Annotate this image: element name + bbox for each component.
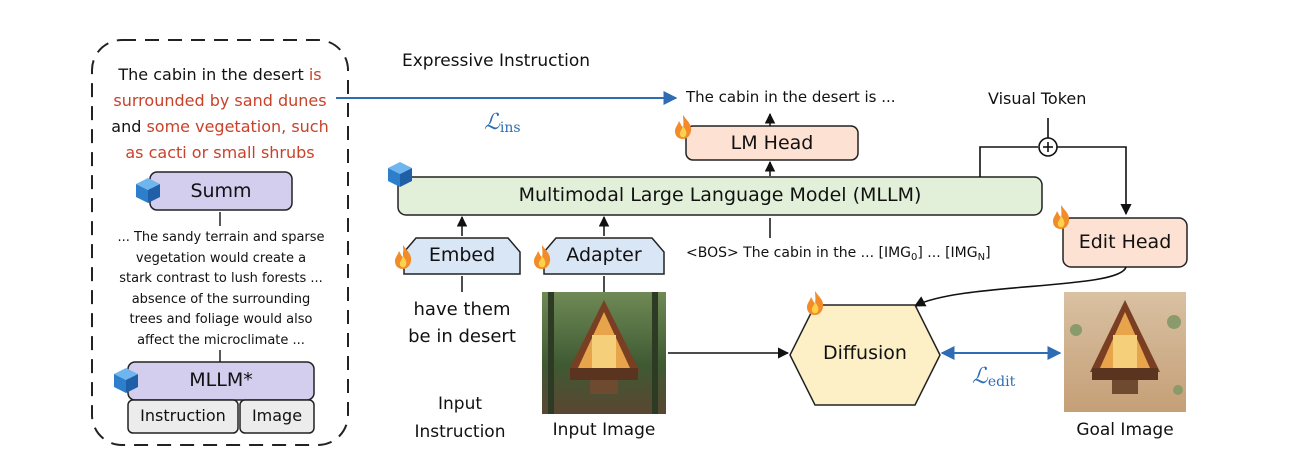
adapter-box: [543, 237, 665, 275]
reasoning-line: affect the microclimate ...: [137, 332, 305, 348]
edit-head-box: [1062, 217, 1188, 268]
embed-label: Embed: [428, 244, 496, 266]
seq-mid: ] ... [IMG: [917, 245, 978, 261]
instruction-line: be in desert: [408, 326, 516, 347]
instruction-label: Instruction: [140, 406, 226, 425]
edit-head-to-diffusion-arrow: [914, 266, 1127, 307]
expressive-instruction-label: Expressive Instruction: [402, 51, 591, 71]
fire-icon: [675, 115, 692, 139]
image-input-box: [239, 399, 315, 434]
output-text: The cabin in the desert is ...: [686, 88, 896, 106]
embed-box: [403, 237, 521, 275]
frozen-cube-icon: [388, 162, 412, 187]
caption-red-line: surrounded by sand dunes: [113, 91, 327, 110]
summarization-panel: [91, 39, 349, 446]
fire-icon: [395, 245, 412, 269]
visual-token-path: [979, 146, 1038, 177]
goal-image: [1064, 292, 1186, 412]
fire-icon: [807, 291, 824, 315]
loss-symbol: ℒ: [484, 110, 500, 135]
mllm-label: Multimodal Large Language Model (MLLM): [518, 184, 922, 206]
reasoning-line: trees and foliage would also: [129, 312, 313, 327]
mllm-star-label: MLLM*: [189, 369, 253, 391]
lm-head-label: LM Head: [730, 132, 814, 154]
summ-label: Summ: [190, 180, 252, 202]
fire-icon: [1053, 205, 1070, 229]
goal-image-label: Goal Image: [1076, 420, 1174, 440]
input-instruction-line: Input: [437, 394, 483, 414]
frozen-cube-icon: [114, 368, 138, 393]
diffusion-box: [789, 304, 941, 406]
generated-caption: The cabin in the desert is surrounded by…: [100, 62, 340, 166]
input-instruction-label: Input Instruction: [400, 390, 520, 446]
adapter-label: Adapter: [566, 244, 642, 266]
seq-end: ]: [985, 245, 991, 261]
visual-token-label: Visual Token: [988, 89, 1087, 108]
seq-sub-n: N: [977, 252, 986, 263]
loss-edit-subscript: edit: [987, 374, 1016, 390]
loss-ins-label: ℒins: [484, 110, 521, 136]
loss-edit-label: ℒedit: [972, 364, 1015, 390]
sequence-text: <BOS> The cabin in the ... [IMG: [686, 245, 911, 261]
reasoning-line: ... The sandy terrain and sparse: [117, 230, 325, 245]
reasoning-line: vegetation would create a: [135, 250, 307, 266]
caption-and: and: [111, 117, 142, 136]
image-label: Image: [251, 406, 303, 425]
edit-head-label: Edit Head: [1078, 231, 1172, 253]
caption-red-vegetation: some vegetation, such: [146, 117, 329, 136]
instruction-box: [127, 399, 239, 434]
loss-symbol: ℒ: [972, 364, 988, 389]
token-sequence: <BOS> The cabin in the ... [IMG0] ... [I…: [686, 245, 991, 263]
mllm-box: [397, 176, 1043, 216]
caption-plain: The cabin in the desert: [118, 65, 304, 84]
diffusion-label: Diffusion: [823, 342, 907, 364]
instruction-line: have them: [413, 299, 511, 320]
reasoning-text: ... The sandy terrain and sparse vegetat…: [98, 228, 344, 351]
reasoning-line: absence of the surrounding: [131, 291, 311, 307]
instruction-text: have them be in desert: [392, 296, 532, 350]
input-image: [542, 292, 666, 414]
frozen-cube-icon: [136, 178, 160, 203]
input-image-label: Input Image: [552, 420, 656, 440]
seq-sub-0: 0: [911, 252, 918, 263]
loss-ins-subscript: ins: [499, 120, 521, 136]
reasoning-line: stark contrast to lush forests ...: [119, 271, 323, 286]
fire-icon: [534, 245, 551, 269]
input-instruction-line: Instruction: [414, 422, 506, 442]
lm-head-box: [685, 125, 859, 161]
caption-red-is: is: [308, 65, 322, 84]
caption-red-cacti: as cacti or small shrubs: [125, 143, 315, 162]
